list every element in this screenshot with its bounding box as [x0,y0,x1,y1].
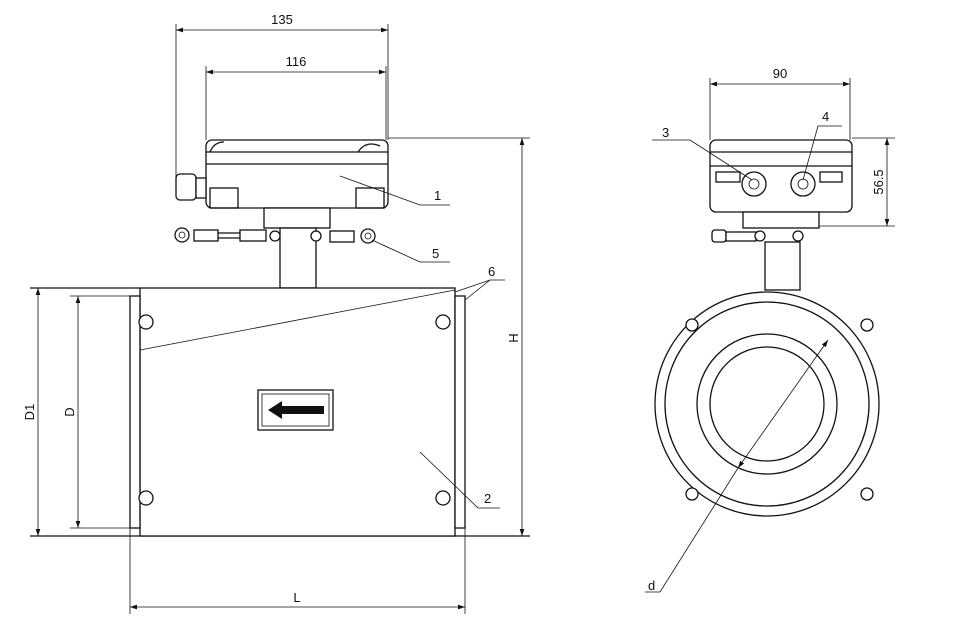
dimension-D1: D1 [22,288,41,536]
dimension-90: 90 [709,66,851,140]
callout-label: 3 [662,125,669,140]
callout-label: 4 [822,109,829,124]
dimension-label: 90 [773,66,787,81]
callout-label: 6 [488,264,495,279]
callout-4: 4 [802,109,842,181]
dimension-label: 116 [286,54,307,69]
callout-1: 1 [339,175,450,206]
side-housing [709,139,853,291]
callout-2: 2 [419,451,500,509]
dimension-label: L [293,590,300,605]
dimension-d: d [645,339,829,593]
bolt [138,314,451,506]
meter-body [30,287,530,537]
callout-label: 1 [434,188,441,203]
dimension-L: L [129,528,466,614]
transmitter-housing [175,139,389,289]
flow-direction-arrow [257,389,334,431]
dimension-116: 116 [205,54,387,140]
dimension-H: H [388,137,530,536]
dimension-label: 56.5 [871,169,886,194]
pipe-cross-section [654,291,880,517]
dimension-135: 135 [175,12,389,178]
dimension-label: D [62,407,77,416]
callout-5: 5 [371,239,450,263]
dimension-56.5: 56.5 [819,137,895,227]
dimension-label: d [648,578,655,593]
callout-3: 3 [652,125,753,181]
callout-label: 2 [484,491,491,506]
dimension-label: D1 [22,404,37,421]
dimension-label: H [506,333,521,342]
front-view: 135 116 [22,12,530,614]
cable-gland [741,171,816,197]
callout-label: 5 [432,246,439,261]
callout-6: 6 [454,264,505,301]
dimension-D: D [62,295,130,529]
grounding-strap [174,227,376,244]
side-view: 90 56.5 [645,66,895,593]
dimension-label: 135 [271,12,293,27]
